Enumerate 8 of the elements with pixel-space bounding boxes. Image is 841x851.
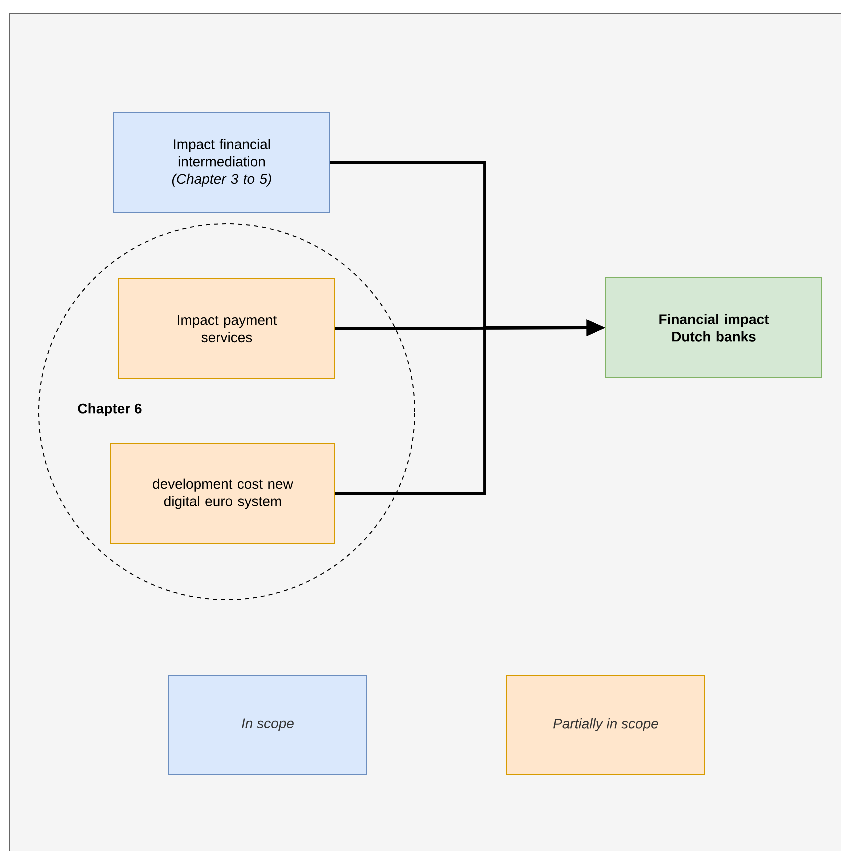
process-box: Impact financial intermediation (Chapter 3 to 5) (114, 112, 330, 214)
group-label: Chapter 6 (78, 403, 142, 417)
process-box: Financial impact Dutch banks (606, 278, 822, 378)
process-box: development cost new digital euro system (110, 444, 336, 544)
legend-item: In scope (168, 676, 368, 776)
process-box: Impact payment services (118, 278, 336, 380)
dashed-circle (38, 224, 416, 600)
legend-item: Partially in scope (506, 676, 706, 776)
